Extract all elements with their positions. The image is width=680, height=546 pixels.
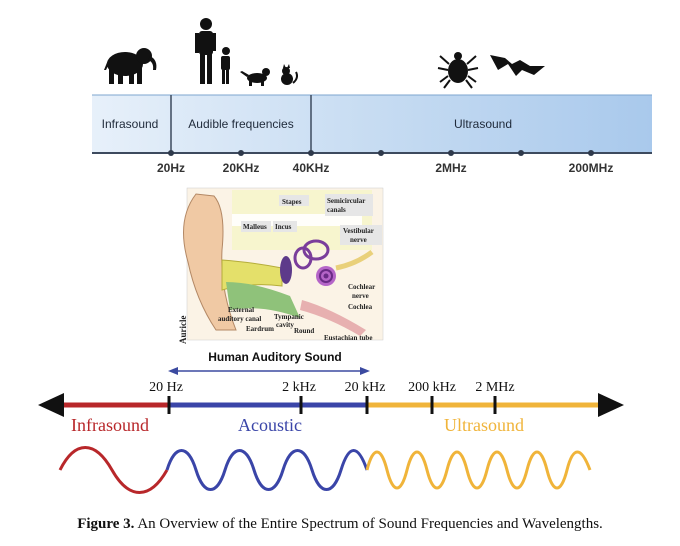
caption-label: Figure 3. bbox=[77, 516, 135, 532]
tick-label: 20KHz bbox=[223, 161, 260, 175]
left-arrowhead bbox=[38, 393, 64, 417]
scale-tick-label: 2 MHz bbox=[475, 380, 514, 395]
label-eardrum: Eardrum bbox=[246, 325, 274, 333]
label-vestibular-nerve: nerve bbox=[350, 236, 367, 244]
auricle-shape bbox=[183, 193, 237, 331]
label-malleus: Malleus bbox=[243, 223, 267, 231]
label-stapes: Stapes bbox=[282, 198, 302, 206]
scale-tick-label: 200 kHz bbox=[408, 380, 456, 395]
infrasound-wave bbox=[58, 446, 169, 494]
tick-dot bbox=[308, 150, 314, 156]
scale-tick-label: 20 kHz bbox=[345, 380, 386, 395]
label-semicircular: Semicircular bbox=[327, 197, 365, 205]
tick-dot bbox=[588, 150, 594, 156]
label-external: External bbox=[228, 306, 254, 314]
ear-anatomy-illustration: Stapes Semicircular canals Malleus Incus… bbox=[178, 187, 384, 345]
child-icon bbox=[221, 47, 230, 84]
label-canals: canals bbox=[327, 206, 346, 214]
band-background bbox=[92, 95, 652, 153]
human-auditory-label: Human Auditory Sound bbox=[208, 350, 342, 364]
ultrasound-wave bbox=[365, 450, 592, 490]
tick-dot bbox=[448, 150, 454, 156]
range-arrow-right-head bbox=[360, 367, 370, 375]
region-label-ultrasound: Ultrasound bbox=[444, 415, 524, 435]
scale-tick-label: 20 Hz bbox=[149, 380, 183, 395]
tick-insect-icon bbox=[437, 52, 479, 89]
tick-dot bbox=[168, 150, 174, 156]
label-auricle: Auricle bbox=[178, 316, 188, 345]
bottom-spectrum-scale: 20 Hz 2 kHz 20 kHz 200 kHz 2 MHz Infraso… bbox=[38, 380, 624, 494]
label-tympanic: Tympanic bbox=[274, 313, 304, 321]
tick-label: 40KHz bbox=[293, 161, 330, 175]
label-round: Round bbox=[294, 327, 314, 335]
tick-label: 2MHz bbox=[435, 161, 466, 175]
dog-icon bbox=[240, 68, 270, 86]
cat-icon bbox=[281, 64, 298, 85]
right-arrowhead bbox=[598, 393, 624, 417]
label-cochlear-nerve: nerve bbox=[352, 292, 369, 300]
label-incus: Incus bbox=[275, 223, 292, 231]
tick-dot bbox=[518, 150, 524, 156]
human-auditory-range: Human Auditory Sound bbox=[168, 350, 370, 375]
label-vestibular: Vestibular bbox=[343, 227, 374, 235]
ossicle-shape bbox=[280, 256, 292, 284]
figure-caption: Figure 3. An Overview of the Entire Spec… bbox=[0, 516, 680, 533]
top-frequency-band: Infrasound Audible frequencies Ultrasoun… bbox=[92, 94, 652, 175]
band-label-audible: Audible frequencies bbox=[188, 117, 293, 131]
label-cochlear: Cochlear bbox=[348, 283, 375, 291]
tick-dot bbox=[378, 150, 384, 156]
bat-icon bbox=[490, 55, 545, 76]
label-cochlea: Cochlea bbox=[348, 303, 373, 311]
band-label-infrasound: Infrasound bbox=[102, 117, 159, 131]
label-auditory-canal: auditory canal bbox=[218, 315, 261, 323]
band-label-ultrasound: Ultrasound bbox=[454, 117, 512, 131]
acoustic-wave bbox=[165, 449, 369, 491]
caption-text: An Overview of the Entire Spectrum of So… bbox=[134, 516, 603, 532]
canal-tissue-shape bbox=[226, 282, 300, 318]
scale-tick-label: 2 kHz bbox=[282, 380, 316, 395]
tick-label: 20Hz bbox=[157, 161, 185, 175]
label-cavity: cavity bbox=[276, 321, 294, 329]
region-label-acoustic: Acoustic bbox=[238, 415, 302, 435]
tick-label: 200MHz bbox=[569, 161, 614, 175]
person-icon bbox=[195, 18, 216, 84]
nerve-shape bbox=[335, 249, 374, 271]
eustachian-shape bbox=[300, 300, 366, 336]
label-eustachian-tube: Eustachian tube bbox=[324, 334, 372, 342]
range-arrow-left-head bbox=[168, 367, 178, 375]
region-label-infrasound: Infrasound bbox=[71, 415, 149, 435]
tick-dot bbox=[238, 150, 244, 156]
elephant-icon bbox=[104, 48, 157, 84]
